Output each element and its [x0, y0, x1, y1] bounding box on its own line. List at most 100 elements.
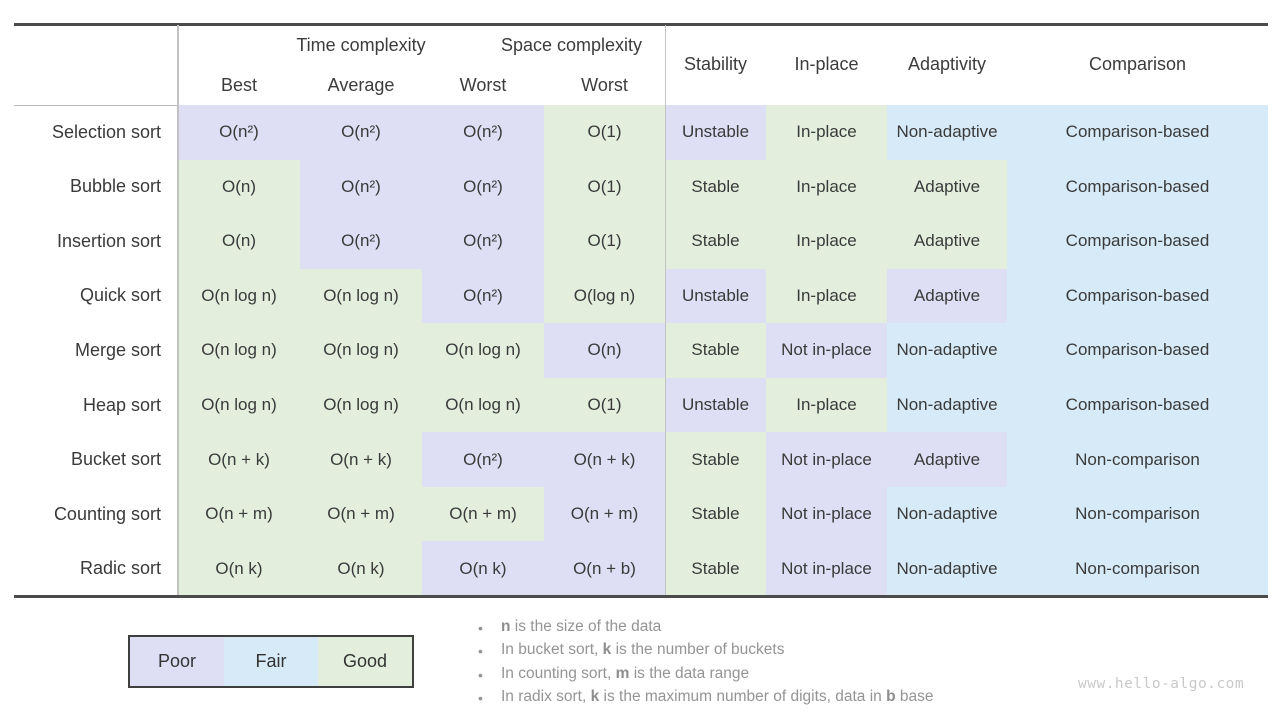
table-cell: Unstable — [665, 268, 766, 324]
table-cell: Not in-place — [766, 486, 887, 542]
rating-legend: Poor Fair Good — [128, 635, 414, 688]
column-header-worst-space: Worst — [581, 75, 628, 95]
table-cell: O(n²) — [422, 105, 544, 160]
note-text: In bucket sort, k is the number of bucke… — [501, 641, 785, 659]
row-label: Bubble sort — [14, 159, 178, 215]
table-cell: Stable — [665, 541, 766, 596]
table-cell: Stable — [665, 159, 766, 215]
table-cell: Not in-place — [766, 432, 887, 487]
table-cell: O(n log n) — [422, 323, 544, 378]
table-cell: Comparison-based — [1007, 377, 1268, 433]
table-cell: O(n log n) — [178, 268, 300, 324]
note-item: • In bucket sort, k is the number of buck… — [478, 639, 933, 662]
legend-item-fair: Fair — [224, 637, 318, 686]
note-text: n is the size of the data — [501, 618, 662, 635]
column-header-best: Best — [220, 75, 258, 95]
table-cell: O(n²) — [300, 214, 422, 269]
column-header-average: Average — [327, 75, 395, 95]
note-item: • n is the size of the data — [478, 616, 933, 639]
table-cell: O(n) — [178, 159, 300, 215]
header-spacer — [14, 24, 178, 105]
table-cell: O(1) — [544, 377, 665, 433]
row-label: Insertion sort — [14, 214, 178, 269]
table-cell: O(n + k) — [544, 432, 665, 487]
table-cell: Comparison-based — [1007, 268, 1268, 324]
watermark-url: www.hello-algo.com — [1078, 676, 1245, 692]
table-cell: Comparison-based — [1007, 214, 1268, 269]
table-cell: O(n²) — [422, 432, 544, 487]
table-cell: O(n + m) — [300, 486, 422, 542]
row-label: Quick sort — [14, 268, 178, 324]
table-cell: O(n log n) — [178, 377, 300, 433]
table-cell: Unstable — [665, 105, 766, 160]
note-item: • In counting sort, m is the data range — [478, 663, 933, 686]
table-cell: O(n log n) — [178, 323, 300, 378]
row-label: Counting sort — [14, 486, 178, 542]
table-cell: O(n) — [544, 323, 665, 378]
legend-item-good: Good — [318, 637, 412, 686]
table-cell: O(n + m) — [544, 486, 665, 542]
table-top-rule — [14, 23, 1268, 26]
column-header-worst-time: Worst — [459, 75, 507, 95]
bullet-icon: • — [478, 690, 483, 707]
table-cell: Comparison-based — [1007, 159, 1268, 215]
bullet-icon: • — [478, 643, 483, 660]
table-cell: Stable — [665, 214, 766, 269]
table-cell: Non-comparison — [1007, 486, 1268, 542]
table-cell: O(n²) — [422, 214, 544, 269]
bullet-icon: • — [478, 620, 483, 636]
table-cell: Adaptive — [887, 268, 1007, 324]
table-cell: Comparison-based — [1007, 323, 1268, 378]
table-cell: O(n log n) — [300, 377, 422, 433]
table-cell: O(n²) — [422, 268, 544, 324]
header-divider-rule — [14, 105, 178, 106]
row-label: Merge sort — [14, 323, 178, 378]
table-cell: Adaptive — [887, 214, 1007, 269]
column-header-comparison: Comparison — [1088, 54, 1187, 74]
row-label: Bucket sort — [14, 432, 178, 487]
table-cell: O(n k) — [422, 541, 544, 596]
bullet-icon: • — [478, 666, 483, 683]
table-cell: O(n log n) — [422, 377, 544, 433]
table-cell: Non-adaptive — [887, 541, 1007, 596]
label-column-divider — [177, 25, 179, 596]
table-cell: O(n log n) — [300, 323, 422, 378]
table-cell: In-place — [766, 214, 887, 269]
table-cell: In-place — [766, 377, 887, 433]
table-cell: In-place — [766, 159, 887, 215]
table-cell: O(1) — [544, 105, 665, 160]
table-header: Time complexity Space complexity Best Av… — [14, 24, 1268, 105]
table-cell: Non-comparison — [1007, 541, 1268, 596]
row-label: Heap sort — [14, 377, 178, 433]
table-cell: O(1) — [544, 159, 665, 215]
column-header-adaptivity: Adaptivity — [907, 54, 987, 74]
column-header-stability: Stability — [683, 54, 748, 74]
table-cell: In-place — [766, 105, 887, 160]
comparison-table: Time complexity Space complexity Best Av… — [14, 23, 1268, 598]
table-cell: Non-adaptive — [887, 377, 1007, 433]
table-cell: O(n + k) — [300, 432, 422, 487]
table-cell: Stable — [665, 323, 766, 378]
table-cell: O(n + k) — [178, 432, 300, 487]
table-cell: O(n log n) — [300, 268, 422, 324]
space-complexity-group-header: Space complexity — [500, 34, 643, 55]
table-cell: O(n) — [178, 214, 300, 269]
table-cell: O(log n) — [544, 268, 665, 324]
row-label: Selection sort — [14, 105, 178, 160]
table-cell: Stable — [665, 432, 766, 487]
table-bottom-rule — [14, 595, 1268, 598]
table-cell: In-place — [766, 268, 887, 324]
legend-item-poor: Poor — [130, 637, 224, 686]
table-cell: O(n²) — [300, 159, 422, 215]
note-text: In counting sort, m is the data range — [501, 664, 750, 682]
row-label: Radic sort — [14, 541, 178, 596]
table-cell: O(n²) — [178, 105, 300, 160]
table-cell: Unstable — [665, 377, 766, 433]
table-cell: O(n²) — [422, 159, 544, 215]
table-cell: Non-adaptive — [887, 486, 1007, 542]
table-cell: Stable — [665, 486, 766, 542]
table-cell: Adaptive — [887, 159, 1007, 215]
table-cell: Not in-place — [766, 541, 887, 596]
